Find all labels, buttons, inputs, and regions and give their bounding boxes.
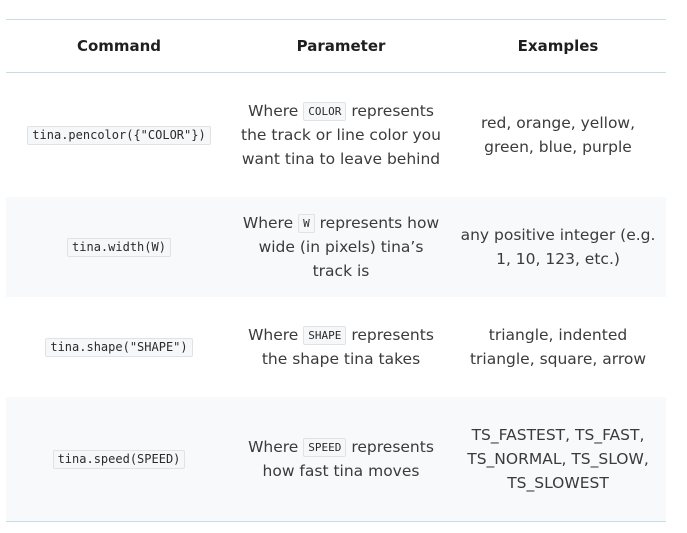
parameter-prefix: Where	[248, 326, 299, 344]
header-parameter: Parameter	[296, 37, 386, 55]
parameter-code: COLOR	[303, 102, 347, 121]
parameter-cell: Where SHAPE represents the shape tina ta…	[232, 323, 450, 371]
examples-text: red, orange, yellow, green, blue, purple	[480, 114, 636, 156]
command-cell: tina.speed(SPEED)	[6, 449, 232, 469]
parameter-cell: Where W represents how wide (in pixels) …	[232, 211, 450, 283]
parameter-suffix: represents how wide (in pixels) tina’s t…	[258, 214, 440, 280]
parameter-prefix: Where	[248, 438, 299, 456]
examples-text: triangle, indented triangle, square, arr…	[469, 326, 647, 368]
header-command: Command	[76, 37, 162, 55]
header-examples: Examples	[517, 37, 599, 55]
table-header-row: Command Parameter Examples	[6, 20, 666, 73]
table-row: tina.shape("SHAPE") Where SHAPE represen…	[6, 297, 666, 397]
parameter-code: SHAPE	[303, 326, 347, 345]
parameter-suffix: represents the track or line color you w…	[241, 102, 441, 168]
parameter-cell: Where COLOR represents the track or line…	[232, 99, 450, 171]
command-cell: tina.pencolor({"COLOR"})	[6, 125, 232, 145]
command-code: tina.shape("SHAPE")	[45, 337, 193, 357]
examples-cell: TS_FASTEST, TS_FAST, TS_NORMAL, TS_SLOW,…	[450, 423, 666, 495]
parameter-code: SPEED	[303, 438, 347, 457]
examples-cell: any positive integer (e.g. 1, 10, 123, e…	[450, 223, 666, 271]
examples-cell: triangle, indented triangle, square, arr…	[450, 323, 666, 371]
command-code: tina.speed(SPEED)	[52, 449, 186, 469]
parameter-suffix: represents the shape tina takes	[261, 326, 434, 368]
parameter-text: Where SHAPE represents the shape tina ta…	[241, 323, 441, 371]
command-cell: tina.width(W)	[6, 237, 232, 257]
table-row: tina.width(W) Where W represents how wid…	[6, 197, 666, 297]
parameter-suffix: represents how fast tina moves	[262, 438, 434, 480]
table-row: tina.pencolor({"COLOR"}) Where COLOR rep…	[6, 73, 666, 197]
parameter-code: W	[298, 214, 315, 233]
command-code: tina.pencolor({"COLOR"})	[27, 125, 211, 145]
parameter-text: Where W represents how wide (in pixels) …	[241, 211, 441, 283]
commands-table: Command Parameter Examples tina.pencolor…	[6, 19, 666, 522]
parameter-text: Where COLOR represents the track or line…	[241, 99, 441, 171]
examples-text: any positive integer (e.g. 1, 10, 123, e…	[460, 226, 656, 268]
parameter-cell: Where SPEED represents how fast tina mov…	[232, 435, 450, 483]
command-cell: tina.shape("SHAPE")	[6, 337, 232, 357]
examples-cell: red, orange, yellow, green, blue, purple	[450, 111, 666, 159]
parameter-text: Where SPEED represents how fast tina mov…	[241, 435, 441, 483]
command-code: tina.width(W)	[67, 237, 171, 257]
parameter-prefix: Where	[242, 214, 294, 232]
table-row: tina.speed(SPEED) Where SPEED represents…	[6, 397, 666, 521]
parameter-prefix: Where	[248, 102, 299, 120]
examples-text: TS_FASTEST, TS_FAST, TS_NORMAL, TS_SLOW,…	[467, 426, 649, 492]
